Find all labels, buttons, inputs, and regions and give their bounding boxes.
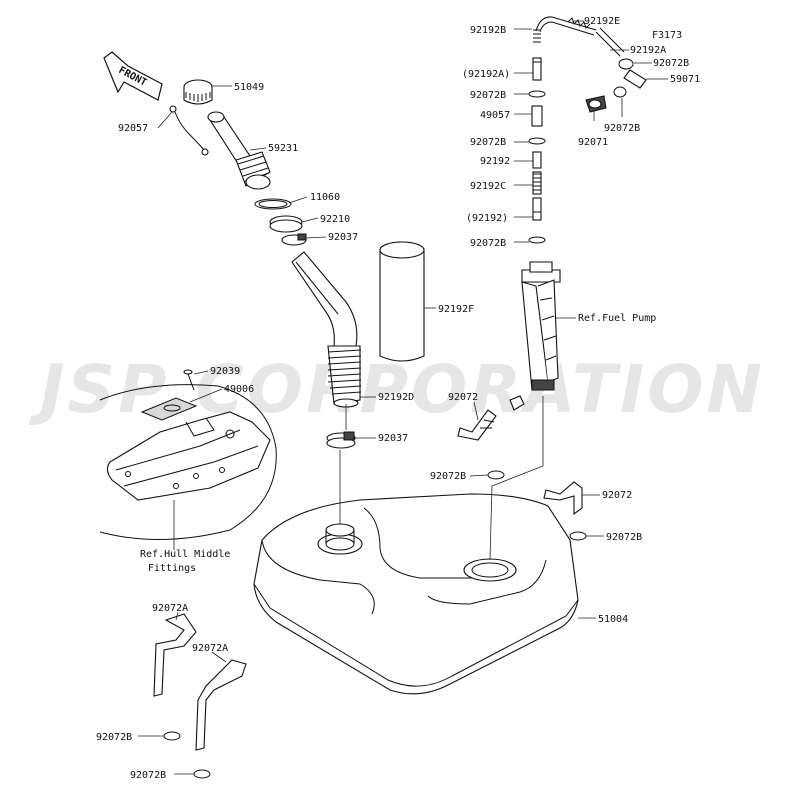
clamp-lower-part — [326, 431, 356, 449]
label-92072b-a: 92072B — [653, 58, 689, 69]
leader-lines — [138, 20, 668, 775]
label-92072b-g: 92072B — [606, 532, 642, 543]
o-ring-part — [254, 198, 292, 210]
strap-upper-part — [457, 409, 497, 441]
label-92072a-b: 92072A — [192, 643, 228, 654]
label-92072a-a: 92072A — [152, 603, 188, 614]
fuel-pump-part — [509, 261, 561, 411]
label-92072b-f: 92072B — [430, 471, 466, 482]
clip-b-part — [569, 531, 587, 541]
label-92072b-b: 92072B — [470, 90, 506, 101]
label-92192a-paren: (92192A) — [462, 69, 510, 80]
label-fittings: Fittings — [148, 563, 196, 574]
label-51049: 51049 — [234, 82, 264, 93]
protector-tube-part — [379, 241, 425, 362]
label-92072b-d: 92072B — [470, 137, 506, 148]
label-11060: 11060 — [310, 192, 340, 203]
clip-bottom-a-part — [163, 731, 181, 741]
watermark: JSP CORPORATION — [29, 351, 765, 428]
part-labels: 92192B 92192E F3173 92192A (92192A) 9207… — [96, 16, 700, 781]
figure-code: F3173 — [652, 30, 682, 41]
label-92192f: 92192F — [438, 304, 474, 315]
label-92192d: 92192D — [378, 392, 414, 403]
strap-right-part — [543, 481, 583, 516]
clip-bottom-b-part — [193, 769, 211, 779]
label-ref-hull-middle: Ref.Hull Middle — [140, 549, 230, 560]
label-92037-a: 92037 — [328, 232, 358, 243]
label-51004: 51004 — [598, 614, 628, 625]
label-92072-a: 92072 — [448, 392, 478, 403]
fuel-cap-part — [183, 79, 213, 105]
label-92210: 92210 — [320, 214, 350, 225]
label-49006: 49006 — [224, 384, 254, 395]
filler-neck-part — [207, 111, 271, 190]
label-92192a: 92192A — [630, 45, 666, 56]
label-92192c: 92192C — [470, 181, 506, 192]
label-92072b-e: 92072B — [470, 238, 506, 249]
label-92057: 92057 — [118, 123, 148, 134]
label-92072b-h: 92072B — [96, 732, 132, 743]
label-92039: 92039 — [210, 366, 240, 377]
watermark-text: JSP CORPORATION — [29, 351, 765, 428]
nut-part — [269, 215, 303, 233]
label-ref-fuel-pump: Ref.Fuel Pump — [578, 313, 656, 324]
label-92192-paren: (92192) — [466, 213, 508, 224]
label-59071: 59071 — [670, 74, 700, 85]
front-arrow-icon: FRONT — [103, 51, 163, 101]
clip-a-part — [487, 470, 505, 480]
filler-hose-part — [291, 251, 362, 408]
label-92071: 92071 — [578, 137, 608, 148]
vent-line-column — [528, 16, 647, 244]
label-92037-b: 92037 — [378, 433, 408, 444]
label-92072b-c: 92072B — [604, 123, 640, 134]
clamp-upper-part — [281, 233, 307, 246]
label-92192b-a: 92192B — [470, 25, 506, 36]
label-92192: 92192 — [480, 156, 510, 167]
strap-bottom-right-part — [195, 659, 247, 751]
strap-bottom-left-part — [153, 613, 197, 697]
fuel-tank-part — [253, 493, 579, 695]
label-59231: 59231 — [268, 143, 298, 154]
label-92192e: 92192E — [584, 16, 620, 27]
label-92072-b: 92072 — [602, 490, 632, 501]
label-92072b-i: 92072B — [130, 770, 166, 781]
label-49057: 49057 — [480, 110, 510, 121]
hull-fitting-part — [99, 369, 277, 540]
cap-strap-part — [169, 105, 209, 156]
